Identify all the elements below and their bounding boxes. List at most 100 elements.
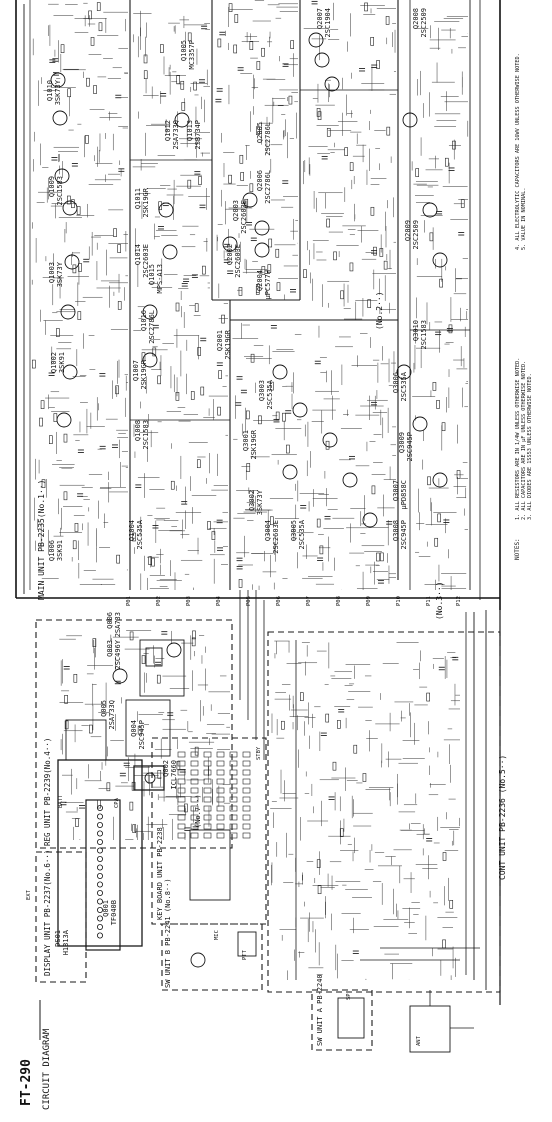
resistor-symbol bbox=[158, 201, 162, 211]
transistor-symbol bbox=[254, 220, 270, 236]
key-switch bbox=[190, 769, 199, 776]
resistor-symbol bbox=[89, 724, 93, 734]
key-switch bbox=[203, 814, 212, 821]
transistor-symbol bbox=[162, 244, 178, 260]
transistor-label-q1004: Q10042SC535A bbox=[128, 519, 144, 549]
transistor-symbol bbox=[242, 192, 258, 208]
resistor-symbol bbox=[379, 248, 384, 257]
display-pin bbox=[97, 881, 104, 888]
display-pin bbox=[97, 915, 104, 922]
transistor-label-q001: Q001TF040B bbox=[102, 900, 118, 925]
resistor-symbol bbox=[376, 60, 380, 69]
transistor-label-q1014: Q10142SC2603E bbox=[134, 244, 150, 278]
resistor-symbol bbox=[76, 206, 81, 215]
display-pin bbox=[97, 907, 104, 914]
key-switch bbox=[229, 751, 238, 758]
transistor-label-q3008: Q30082SC945P bbox=[392, 520, 408, 550]
resistor-symbol bbox=[192, 630, 196, 640]
transistor-label-q1015: Q1015MPS-A13 bbox=[148, 264, 164, 294]
resistor-symbol bbox=[191, 637, 196, 647]
resistor-symbol bbox=[325, 713, 330, 723]
key-switch bbox=[242, 832, 251, 839]
resistor-symbol bbox=[246, 463, 251, 472]
key-switch bbox=[190, 760, 199, 767]
resistor-symbol bbox=[143, 70, 148, 80]
resistor-symbol bbox=[456, 470, 461, 479]
key-switch bbox=[242, 760, 251, 767]
key-switch bbox=[229, 778, 238, 785]
resistor-symbol bbox=[303, 269, 307, 278]
resistor-symbol bbox=[180, 80, 185, 90]
no3-label: (No.3··) bbox=[435, 581, 444, 620]
resistor-symbol bbox=[441, 422, 446, 432]
resistor-symbol bbox=[157, 770, 162, 779]
connector-label: P11 bbox=[426, 596, 432, 606]
resistor-symbol bbox=[442, 852, 447, 861]
key-switch bbox=[242, 778, 251, 785]
resistor-symbol bbox=[439, 278, 443, 288]
resistor-symbol bbox=[64, 720, 69, 730]
resistor-symbol bbox=[332, 761, 337, 771]
key-switch bbox=[203, 832, 212, 839]
display-unit: DISPLAY UNIT PB-2237(No.6··) bbox=[35, 759, 143, 983]
resistor-symbol bbox=[340, 290, 344, 300]
resistor-symbol bbox=[281, 720, 285, 730]
resistor-symbol bbox=[244, 198, 249, 208]
resistor-symbol bbox=[290, 40, 294, 49]
key-switch bbox=[229, 796, 238, 803]
resistor-symbol bbox=[137, 725, 142, 735]
key-switch bbox=[229, 769, 238, 776]
key-switch bbox=[190, 832, 199, 839]
key-switch bbox=[242, 751, 251, 758]
resistor-symbol bbox=[113, 228, 117, 237]
ext-connector bbox=[409, 990, 474, 1053]
transistor-label-q2006: Q20062SC2786L bbox=[256, 170, 272, 204]
key-switch bbox=[216, 778, 225, 785]
resistor-symbol bbox=[333, 251, 337, 261]
resistor-symbol bbox=[386, 126, 391, 136]
key-switch bbox=[190, 778, 199, 785]
display-pin bbox=[97, 839, 104, 846]
resistor-symbol bbox=[194, 303, 199, 312]
key-switch bbox=[216, 760, 225, 767]
key-switch bbox=[216, 805, 225, 812]
resistor-symbol bbox=[117, 244, 121, 253]
misc-label: ANT bbox=[416, 1035, 422, 1046]
resistor-symbol bbox=[197, 347, 202, 356]
key-switch bbox=[177, 805, 186, 812]
resistor-symbol bbox=[325, 440, 330, 450]
resistor-symbol bbox=[373, 246, 377, 256]
resistor-symbol bbox=[156, 674, 161, 684]
resistor-symbol bbox=[53, 413, 58, 422]
resistor-symbol bbox=[234, 14, 239, 23]
misc-label: MIC bbox=[214, 930, 220, 940]
key-switch bbox=[203, 769, 212, 776]
resistor-symbol bbox=[157, 375, 161, 385]
page-title: FT-290 bbox=[19, 1059, 34, 1106]
transistor-label-q1005: Q1005MC3357P bbox=[180, 40, 196, 70]
misc-label: STBY bbox=[256, 746, 262, 760]
key-switch bbox=[203, 760, 212, 767]
resistor-symbol bbox=[170, 480, 175, 490]
resistor-symbol bbox=[239, 154, 244, 164]
transistor-label-q1008: Q10082SC1583 bbox=[134, 420, 150, 450]
key-switch bbox=[242, 796, 251, 803]
transistor-symbol bbox=[308, 32, 324, 48]
resistor-symbol bbox=[71, 199, 75, 209]
schematic-wiring bbox=[31, 0, 469, 980]
transistor-label-q3001: Q30012SK19GR bbox=[242, 429, 258, 459]
resistor-symbol bbox=[233, 44, 238, 54]
transistor-label-q2001: Q20012SK19GR bbox=[216, 329, 232, 359]
resistor-symbol bbox=[370, 206, 375, 216]
keyboard-matrix bbox=[177, 751, 251, 839]
resistor-symbol bbox=[200, 386, 205, 396]
key-switch bbox=[229, 814, 238, 821]
transistor-label-q3004: Q30042SC2603E bbox=[264, 520, 280, 554]
resistor-symbol bbox=[190, 391, 195, 400]
resistor-symbol bbox=[211, 531, 216, 540]
resistor-symbol bbox=[152, 347, 157, 357]
transistor-label-q3010: Q30102SC1583 bbox=[412, 320, 428, 350]
transistor-label-q1013: Q10132SB734P bbox=[186, 120, 202, 150]
key-switch bbox=[242, 805, 251, 812]
